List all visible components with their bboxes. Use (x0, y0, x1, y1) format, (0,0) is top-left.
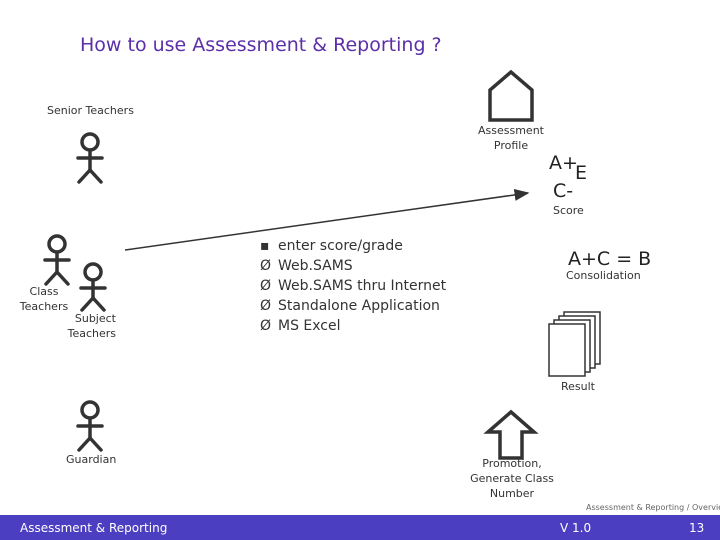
result-label: Result (561, 380, 595, 393)
footer-bar (0, 515, 720, 540)
bullet-arrow-icon: Ø (260, 278, 272, 294)
list-item: ▪enter score/grade (260, 238, 403, 254)
bullet-square-icon: ▪ (260, 238, 270, 254)
subject-teacher-figure-icon (79, 262, 107, 312)
senior-teachers-label: Senior Teachers (47, 104, 134, 117)
page-title: How to use Assessment & Reporting ? (80, 34, 442, 56)
input-arrow (124, 188, 530, 251)
bullet-arrow-icon: Ø (260, 298, 272, 314)
page-number: 13 (689, 521, 705, 535)
class-teacher-figure-icon (43, 234, 71, 286)
consolidation-label: Consolidation (566, 269, 641, 282)
bullet-arrow-icon: Ø (260, 318, 272, 334)
formula-text: A+C = B (568, 248, 652, 270)
bullet-arrow-icon: Ø (260, 258, 272, 274)
footer-version: V 1.0 (560, 521, 592, 535)
footer-title: Assessment & Reporting (20, 521, 168, 535)
footer-note: Assessment & Reporting / Overview (586, 503, 720, 512)
grade-a-plus: A+ (549, 152, 578, 174)
score-label: Score (553, 204, 584, 217)
assessment-profile-house-icon (488, 69, 534, 122)
promotion-label: Promotion, Generate Class Number (470, 457, 554, 500)
grade-e: E (575, 162, 588, 184)
grade-c-minus: C- (553, 180, 574, 202)
guardian-figure-icon (76, 400, 104, 452)
senior-teacher-figure-icon (76, 132, 104, 184)
class-teachers-label: Class Teachers (19, 285, 69, 313)
subject-teachers-label: Subject Teachers (67, 312, 116, 340)
up-arrow-icon (483, 409, 539, 460)
assessment-profile-label: Assessment Profile (478, 124, 544, 152)
guardian-label: Guardian (66, 453, 117, 466)
result-documents-icon (548, 311, 601, 377)
